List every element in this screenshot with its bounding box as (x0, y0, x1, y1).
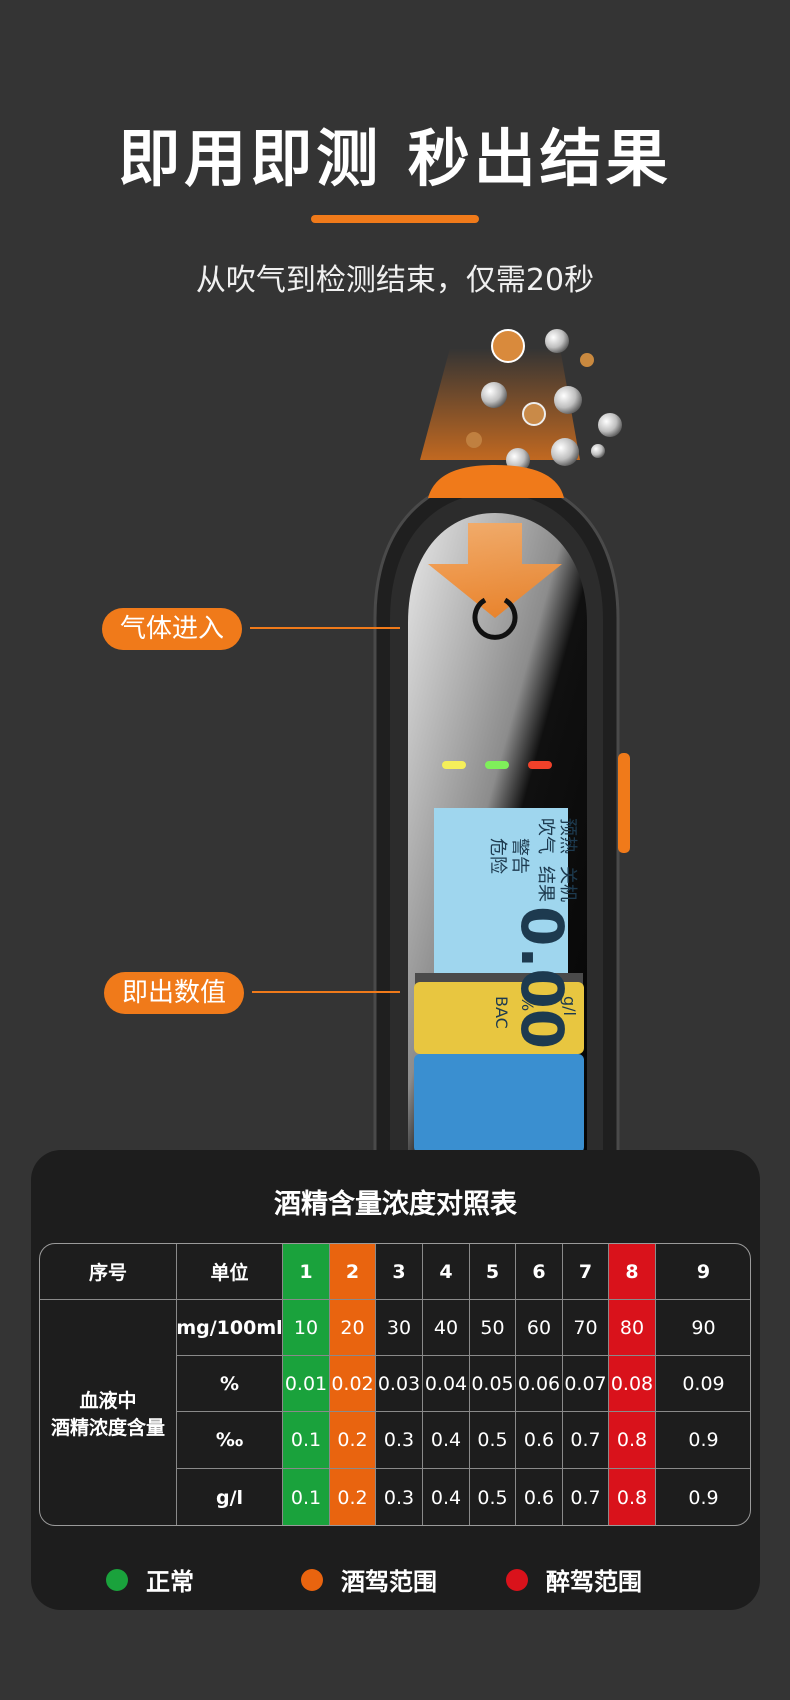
value-cell: 0.07 (563, 1356, 609, 1412)
power-icon (472, 597, 518, 640)
index-cell: 5 (470, 1244, 516, 1300)
index-cell: 4 (423, 1244, 470, 1300)
row-group-label-line: 血液中 (79, 1390, 137, 1412)
legend-dot-icon (106, 1568, 128, 1591)
lcd-unit: % (518, 996, 537, 1011)
row-group-label-line: 酒精浓度含量 (50, 1417, 165, 1439)
legend-dot-icon (506, 1568, 528, 1591)
value-cell: 0.2 (330, 1412, 376, 1469)
value-cell: 0.1 (283, 1412, 330, 1469)
value-cell: 0.3 (376, 1412, 423, 1469)
index-cell: 8 (609, 1244, 656, 1300)
value-cell: 30 (376, 1300, 423, 1356)
legend-item: 醉驾范围 (506, 1562, 642, 1597)
title-underline (311, 215, 479, 223)
value-cell: 0.9 (656, 1412, 750, 1469)
value-cell: 0.5 (470, 1412, 516, 1469)
value-cell: 0.7 (563, 1469, 609, 1525)
gas-molecule-bubbles (466, 329, 622, 472)
index-cell: 3 (376, 1244, 423, 1300)
value-cell: 80 (609, 1300, 656, 1356)
value-cell: 0.06 (516, 1356, 563, 1412)
callout-gas-in: 气体进入 (102, 608, 243, 650)
value-cell: 0.7 (563, 1412, 609, 1469)
value-cell: 0.09 (656, 1356, 750, 1412)
lcd-result-label: 结果 (535, 866, 556, 902)
value-cell: 0.4 (423, 1412, 470, 1469)
table-title: 酒精含量浓度对照表 (274, 1189, 517, 1220)
concentration-table: 序号单位123456789···血液中酒精浓度含量mg/100ml1020304… (39, 1243, 751, 1526)
row-group-label: 血液中酒精浓度含量 (40, 1300, 177, 1525)
legend-dot-icon (301, 1568, 323, 1591)
unit-header: 单位 (177, 1244, 283, 1300)
value-cell: 40 (423, 1300, 470, 1356)
lcd-digits: 0.00 (508, 906, 576, 1049)
unit-cell: mg/100ml (176, 1300, 283, 1356)
value-cell: 0.6 (516, 1469, 563, 1525)
value-cell: 50 (470, 1300, 516, 1356)
lcd-blow-label: 吹气 (535, 818, 556, 854)
index-cell: 9 (656, 1244, 750, 1300)
lcd-display (434, 808, 568, 973)
value-cell: 0.01 (283, 1356, 330, 1412)
value-cell: 0.05 (470, 1356, 516, 1412)
value-cell: 20 (330, 1300, 376, 1356)
value-cell: 0.9 (656, 1469, 750, 1525)
legend-label: 醉驾范围 (546, 1568, 642, 1596)
value-cell: 0.03 (376, 1356, 423, 1412)
callout-instant-value-line (252, 991, 400, 993)
lcd-danger-label: 危险 (487, 838, 508, 874)
legend-label: 正常 (146, 1568, 194, 1596)
value-cell: 0.1 (283, 1469, 330, 1525)
page-subtitle: 从吹气到检测结束，仅需20秒 (195, 263, 595, 298)
unit-cell: ‰ (177, 1412, 283, 1469)
battery-pack (414, 982, 584, 1054)
index-header: 序号 (40, 1244, 177, 1300)
lcd-bac: BAC (492, 996, 511, 1029)
index-cell: 7 (563, 1244, 609, 1300)
lcd-warning-label: 警告 (509, 838, 530, 874)
led-yellow-icon (442, 761, 466, 769)
value-cell: 60 (516, 1300, 563, 1356)
led-red-icon (528, 761, 552, 769)
side-button (618, 753, 630, 853)
value-cell: 0.6 (516, 1412, 563, 1469)
value-cell: 0.8 (609, 1412, 656, 1469)
legend-item: 正常 (106, 1562, 194, 1597)
value-cell: 0.08 (609, 1356, 656, 1412)
led-green-icon (485, 761, 509, 769)
color-legend: 正常 酒驾范围 醉驾范围 (31, 1562, 760, 1602)
index-cell: 1 (283, 1244, 330, 1300)
value-cell: 0.04 (423, 1356, 470, 1412)
index-cell: 6 (516, 1244, 563, 1300)
lcd-off-label: 关机 (557, 866, 578, 902)
lcd-unit2: g/l (560, 996, 579, 1016)
value-cell: 0.02 (330, 1356, 376, 1412)
value-cell: 0.4 (423, 1469, 470, 1525)
callout-gas-in-line (250, 627, 400, 629)
legend-item: 酒驾范围 (301, 1562, 437, 1597)
legend-label: 酒驾范围 (341, 1568, 437, 1596)
value-cell: 10 (283, 1300, 330, 1356)
value-cell: 70 (563, 1300, 609, 1356)
value-cell: 90 (656, 1300, 750, 1356)
callout-instant-value: 即出数值 (104, 972, 245, 1014)
lcd-preheat-label: 预热 (557, 818, 578, 854)
value-cell: 0.8 (609, 1469, 656, 1525)
unit-cell: g/l (177, 1469, 283, 1525)
page-title: 即用即测 秒出结果 (118, 122, 672, 195)
unit-cell: % (177, 1356, 283, 1412)
value-cell: 0.2 (330, 1469, 376, 1525)
breathalyzer-device-illustration: 预热 关机 吹气 结果 警告 危险 0.00 g/l % BAC (373, 329, 630, 1153)
down-arrow-icon (428, 523, 562, 618)
value-cell: 0.5 (470, 1469, 516, 1525)
index-cell: 2 (330, 1244, 376, 1300)
value-cell: 0.3 (376, 1469, 423, 1525)
mouthpiece (428, 465, 564, 498)
alcohol-concentration-table-card: 酒精含量浓度对照表 序号单位123456789···血液中酒精浓度含量mg/10… (31, 1150, 760, 1610)
